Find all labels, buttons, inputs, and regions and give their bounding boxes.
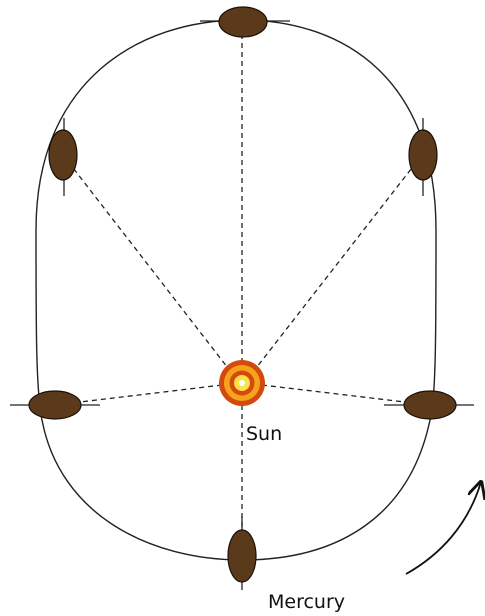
orbit-path [36,20,436,560]
planet-right [384,391,474,419]
radius-line-upper-right [253,155,422,372]
planet-left [10,391,100,419]
planet-label: Mercury [268,591,345,613]
curved-arrow-icon [406,482,481,574]
planet-body [228,530,256,582]
planet-body [29,391,81,419]
planet-body [409,130,437,180]
planet-upper-left [49,118,77,196]
radius-line-upper-left [63,155,231,372]
planet-bottom [228,516,256,590]
sun-label: Sun [246,423,282,445]
sun-icon [219,360,265,406]
planet-body [404,391,456,419]
planet-body [49,130,77,180]
radius-lines [55,22,430,545]
planet-body [219,7,267,37]
